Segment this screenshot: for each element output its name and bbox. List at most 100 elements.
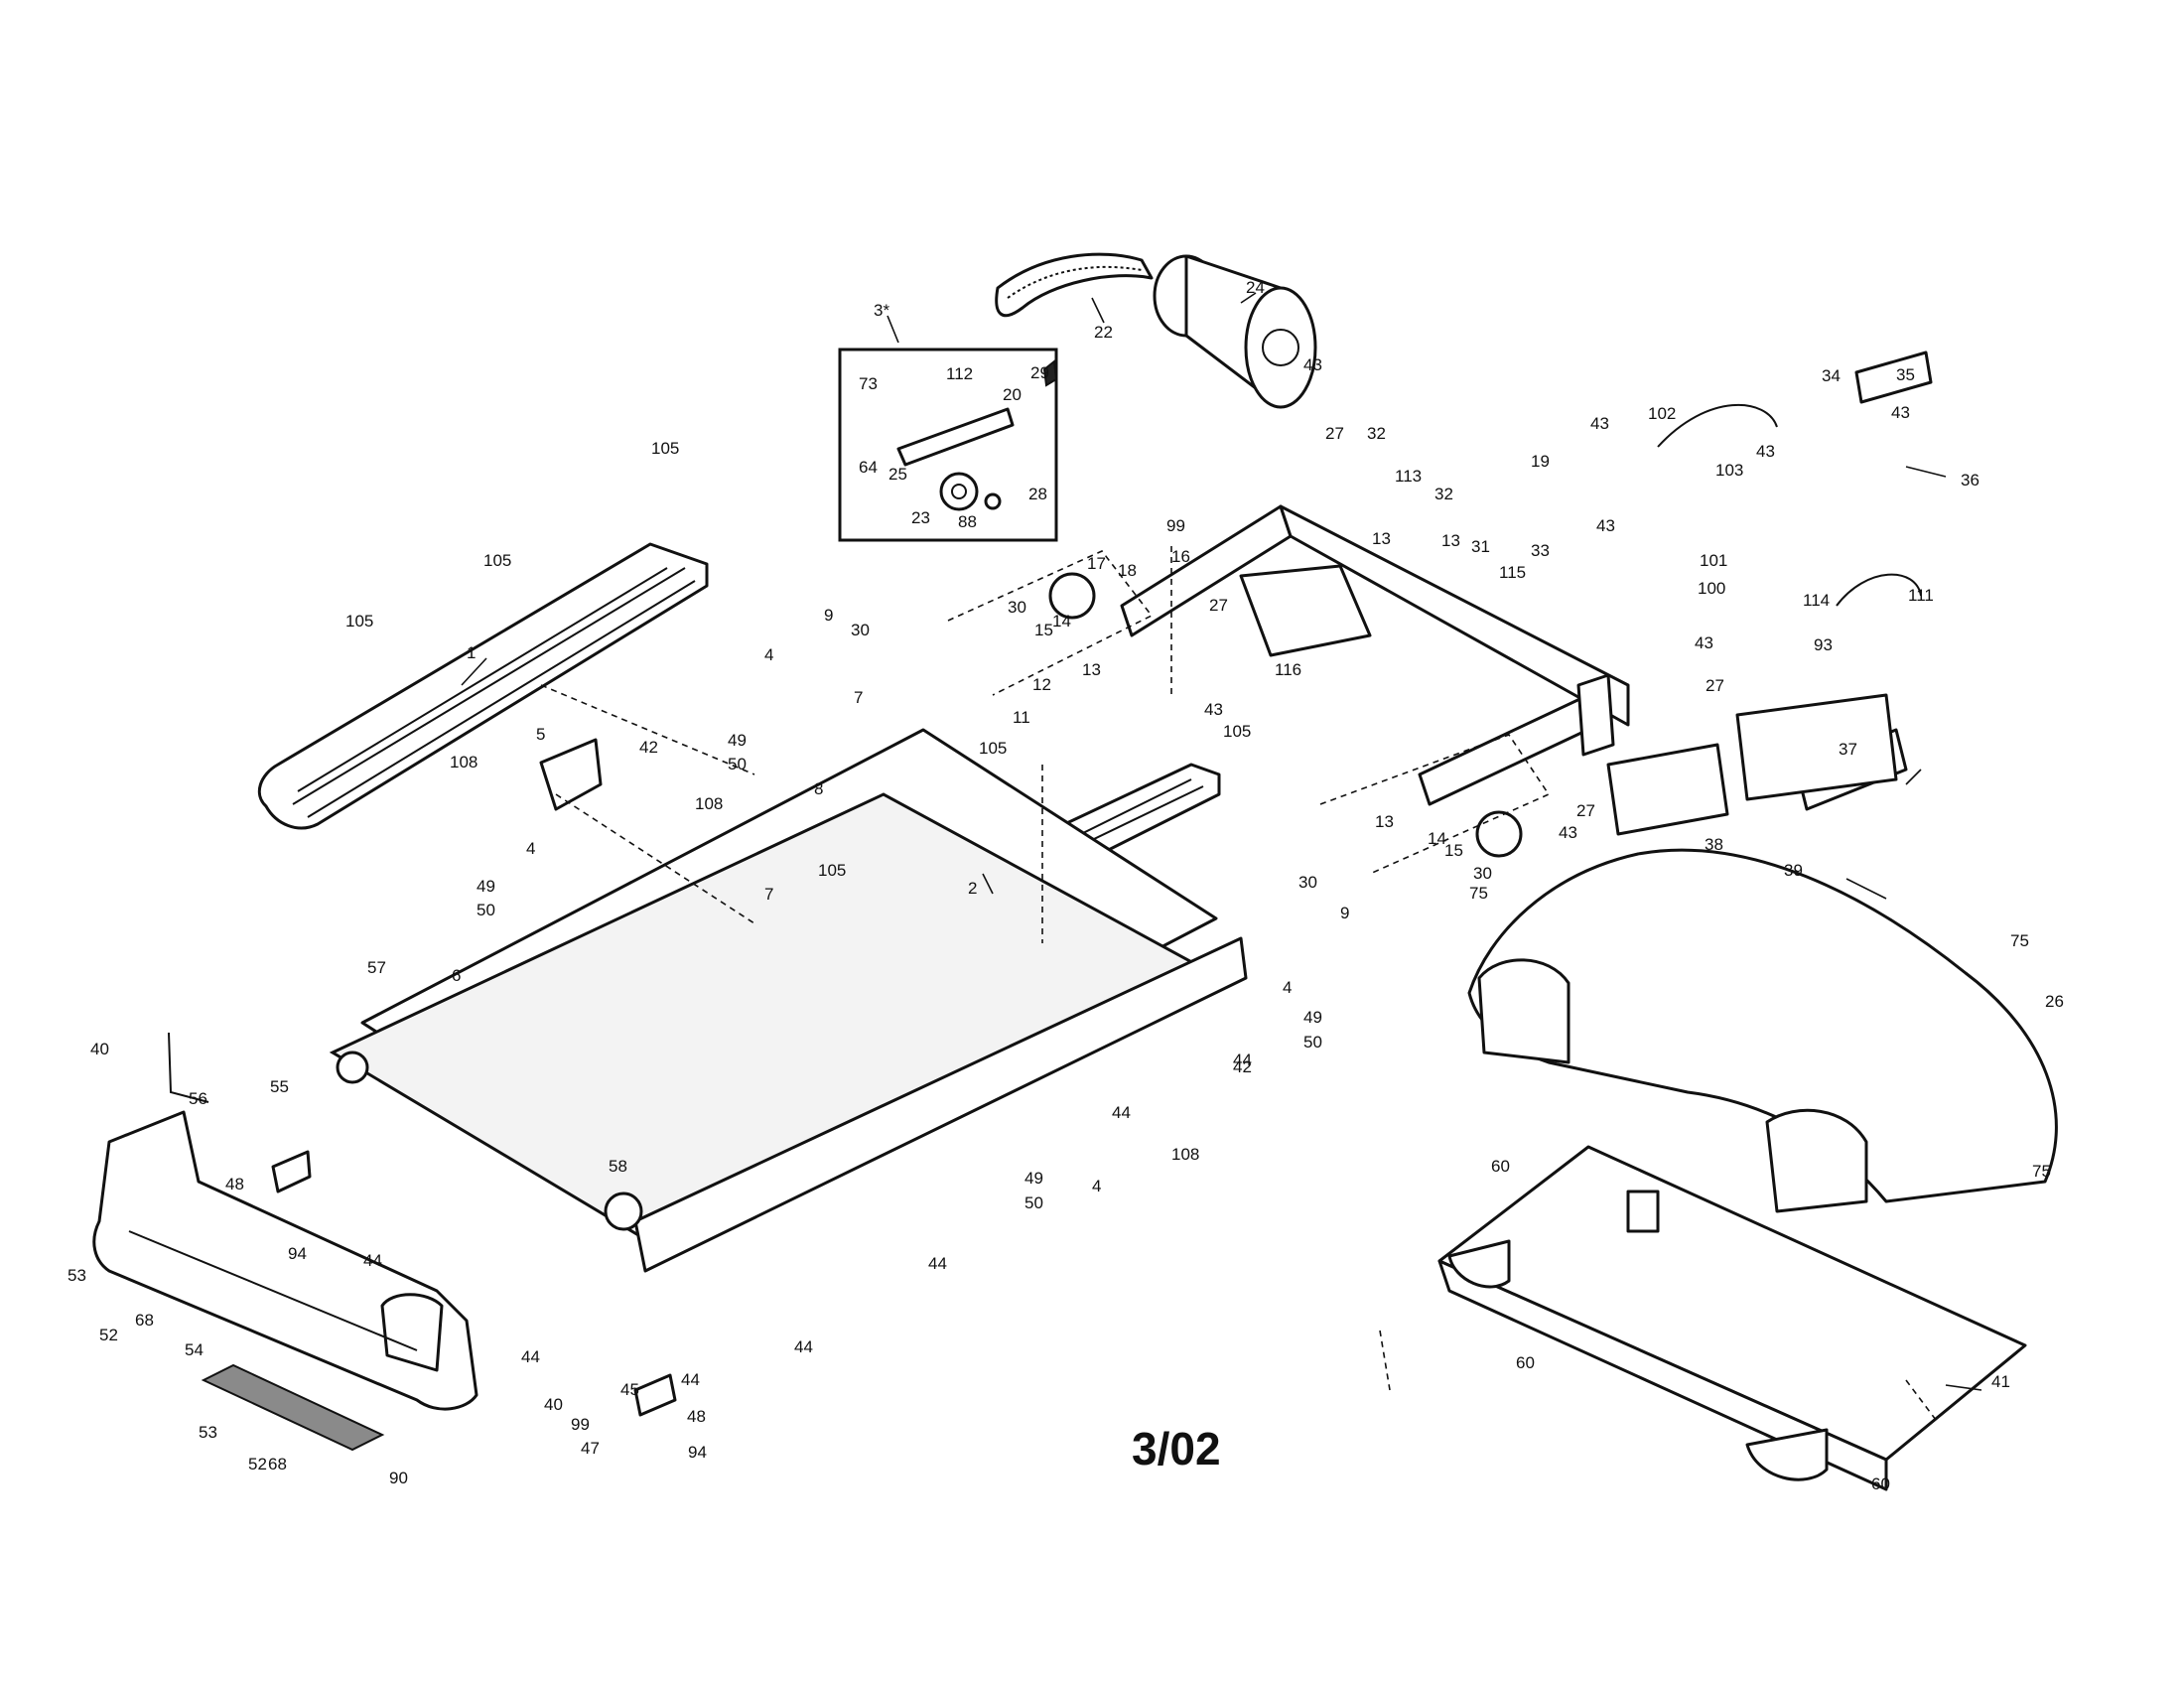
callout-c34: 34 bbox=[1822, 366, 1841, 385]
callout-c55: 55 bbox=[270, 1077, 289, 1096]
callout-c43f: 43 bbox=[1204, 700, 1223, 719]
hardware-pieces bbox=[168, 351, 1933, 1417]
callout-c17: 17 bbox=[1087, 554, 1106, 573]
callout-c42a: 42 bbox=[639, 738, 658, 757]
callout-c43h: 43 bbox=[1891, 403, 1910, 422]
callout-c102: 102 bbox=[1648, 404, 1676, 423]
callout-c44c: 44 bbox=[363, 1251, 382, 1270]
callout-c50b: 50 bbox=[728, 755, 747, 773]
callout-c27a: 27 bbox=[1325, 424, 1344, 443]
callout-c41: 41 bbox=[1991, 1372, 2010, 1391]
callout-c13d: 13 bbox=[1372, 529, 1391, 548]
callout-c43d: 43 bbox=[1596, 516, 1615, 535]
callout-c28: 28 bbox=[1028, 485, 1047, 503]
callout-c93: 93 bbox=[1814, 635, 1833, 654]
callout-c3: 3* bbox=[874, 301, 889, 320]
callout-c25: 25 bbox=[888, 465, 907, 484]
callout-c60a: 60 bbox=[1491, 1157, 1510, 1176]
callout-c111: 111 bbox=[1908, 586, 1934, 605]
callout-c50d: 50 bbox=[1024, 1193, 1043, 1212]
callout-c90: 90 bbox=[389, 1469, 408, 1487]
assembly-guide-lines bbox=[540, 546, 1937, 1421]
callout-c49a: 49 bbox=[477, 877, 495, 896]
callout-c56: 56 bbox=[189, 1089, 207, 1108]
main-frame bbox=[329, 792, 1248, 1273]
upright-frame bbox=[1120, 504, 1630, 806]
callout-c108b: 108 bbox=[695, 794, 723, 813]
callout-c9a: 9 bbox=[824, 606, 833, 625]
callout-c38: 38 bbox=[1705, 835, 1723, 854]
callout-c114: 114 bbox=[1803, 591, 1830, 610]
callout-c4b: 4 bbox=[526, 839, 535, 858]
callout-c101: 101 bbox=[1700, 551, 1727, 570]
callout-c4d: 4 bbox=[1092, 1177, 1101, 1195]
callout-c27b: 27 bbox=[1209, 596, 1228, 615]
callout-c58: 58 bbox=[609, 1157, 627, 1176]
callout-c64: 64 bbox=[859, 458, 878, 477]
rear-foot-plate bbox=[201, 1363, 385, 1452]
callout-c4c: 4 bbox=[1283, 978, 1292, 997]
callout-c8: 8 bbox=[814, 779, 823, 798]
callout-c23: 23 bbox=[911, 508, 930, 527]
callout-c68a: 68 bbox=[135, 1311, 154, 1330]
callout-c20: 20 bbox=[1003, 385, 1022, 404]
callout-c29: 29 bbox=[1030, 363, 1049, 382]
callout-c50a: 50 bbox=[477, 901, 495, 919]
callout-c15b: 15 bbox=[1444, 841, 1463, 860]
date-code: 3/02 bbox=[1132, 1423, 1221, 1474]
callout-c88: 88 bbox=[958, 512, 977, 531]
callout-c19: 19 bbox=[1531, 452, 1550, 471]
callout-c60c: 60 bbox=[1871, 1474, 1890, 1493]
callout-c40a: 40 bbox=[90, 1040, 109, 1058]
callout-c105f: 105 bbox=[818, 861, 846, 880]
callout-c44a: 44 bbox=[1233, 1051, 1252, 1069]
callout-c115: 115 bbox=[1499, 563, 1526, 582]
callout-c48b: 48 bbox=[687, 1407, 706, 1426]
callout-c49b: 49 bbox=[728, 731, 747, 750]
callout-c35: 35 bbox=[1896, 365, 1915, 384]
callout-c43g: 43 bbox=[1559, 823, 1577, 842]
callout-c43e: 43 bbox=[1695, 633, 1713, 652]
callout-c73: 73 bbox=[859, 374, 878, 393]
callout-c7b: 7 bbox=[764, 885, 773, 904]
callout-c100: 100 bbox=[1698, 579, 1725, 598]
callout-c13c: 13 bbox=[1441, 531, 1460, 550]
callout-c27c: 27 bbox=[1576, 801, 1595, 820]
callout-c30b: 30 bbox=[851, 621, 870, 639]
callout-c99a: 99 bbox=[1166, 516, 1185, 535]
callout-c75c: 75 bbox=[2032, 1162, 2051, 1181]
callout-c30a: 30 bbox=[1008, 598, 1026, 617]
callout-c40b: 40 bbox=[544, 1395, 563, 1414]
callout-c52b: 52 bbox=[248, 1455, 267, 1474]
callout-c11: 11 bbox=[1013, 708, 1030, 727]
callout-c5: 5 bbox=[536, 725, 545, 744]
callout-c24: 24 bbox=[1246, 278, 1265, 297]
callout-c94a: 94 bbox=[288, 1244, 307, 1263]
callout-c16: 16 bbox=[1171, 547, 1190, 566]
callout-c94b: 94 bbox=[688, 1443, 707, 1462]
callout-c103: 103 bbox=[1715, 461, 1743, 480]
callout-c105a: 105 bbox=[651, 439, 679, 458]
callout-c32b: 32 bbox=[1434, 485, 1453, 503]
callout-leaders bbox=[461, 292, 1982, 1391]
callout-c68b: 68 bbox=[268, 1455, 287, 1474]
callout-c44b: 44 bbox=[1112, 1103, 1131, 1122]
callout-c44d: 44 bbox=[521, 1347, 540, 1366]
callout-c30c: 30 bbox=[1298, 873, 1317, 892]
callout-c49c: 49 bbox=[1303, 1008, 1322, 1027]
callout-c60b: 60 bbox=[1516, 1353, 1535, 1372]
callout-c108a: 108 bbox=[450, 753, 478, 772]
callout-c39: 39 bbox=[1784, 861, 1803, 880]
callout-c53a: 53 bbox=[68, 1266, 86, 1285]
callout-c43b: 43 bbox=[1590, 414, 1609, 433]
callout-c50c: 50 bbox=[1303, 1033, 1322, 1052]
drive-belt bbox=[995, 252, 1154, 318]
callout-c44f: 44 bbox=[928, 1254, 947, 1273]
callout-c26: 26 bbox=[2045, 992, 2064, 1011]
callout-c43a: 43 bbox=[1303, 355, 1322, 374]
left-side-rail bbox=[257, 542, 709, 830]
callout-c105c: 105 bbox=[345, 612, 373, 631]
callout-c36: 36 bbox=[1961, 471, 1979, 490]
